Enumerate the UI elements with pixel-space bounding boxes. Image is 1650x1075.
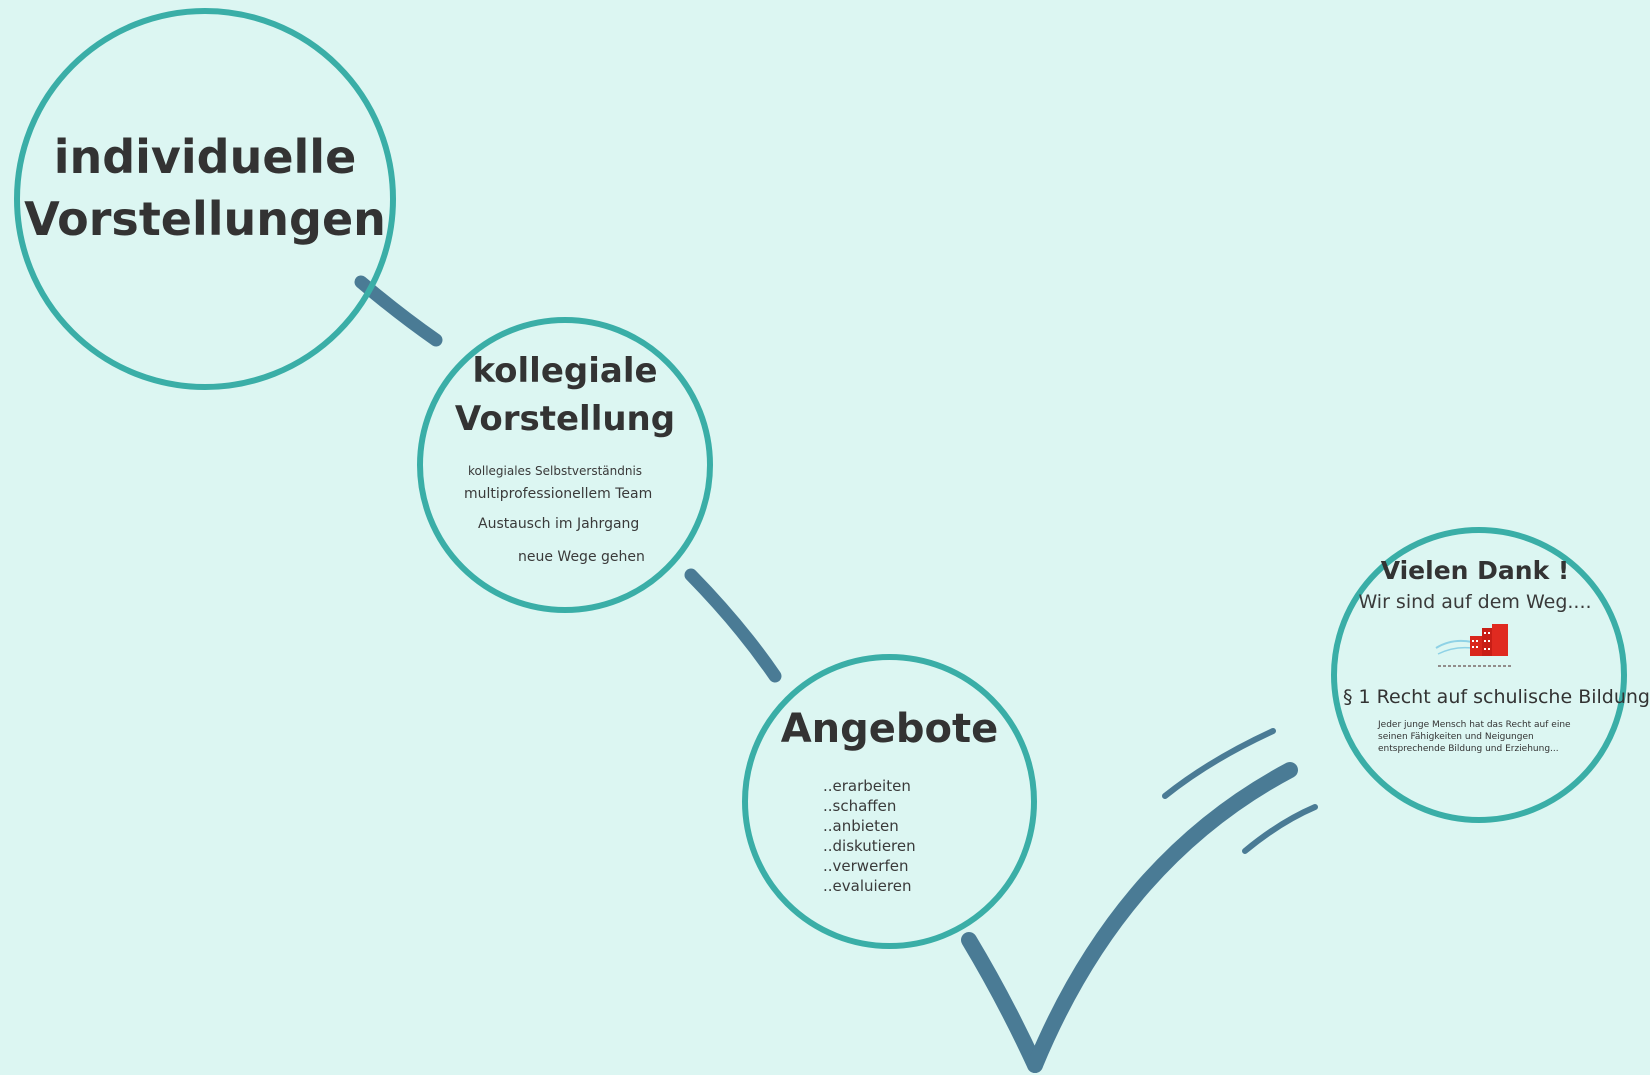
circle2-title-line2: Vorstellung (454, 399, 676, 439)
checkmark-left-stroke (961, 932, 1043, 1073)
thanks-heading: Vielen Dank ! (1380, 556, 1570, 585)
circle3-verb: ..erarbeiten (823, 777, 911, 795)
circle3-verb: ..verwerfen (823, 857, 909, 875)
circle2-item: neue Wege gehen (518, 549, 645, 565)
circle3-verb: ..diskutieren (823, 837, 916, 855)
circle-angebote (742, 654, 1037, 949)
speed-line-upper (1162, 728, 1276, 799)
circle-individuelle-vorstellungen (14, 8, 396, 390)
circle2-item: multiprofessionellem Team (464, 486, 653, 502)
circle-kollegiale-vorstellung (417, 317, 713, 613)
law-title: § 1 Recht auf schulische Bildung (1343, 686, 1650, 708)
thanks-subtitle: Wir sind auf dem Weg.... (1358, 591, 1592, 613)
circle2-title-line1: kollegiale (472, 351, 658, 391)
circle1-title-line2: Vorstellungen (24, 192, 386, 246)
circle3-verb: ..schaffen (823, 797, 897, 815)
circle3-verb: ..evaluieren (823, 877, 912, 895)
circle-vielen-dank (1331, 527, 1627, 823)
circle1-title-line1: individuelle (53, 130, 357, 184)
school-building-logo-icon (1435, 624, 1512, 667)
law-text: Jeder junge Mensch hat das Recht auf ein… (1378, 720, 1571, 754)
circle3-verb: ..anbieten (823, 817, 899, 835)
circle2-item: Austausch im Jahrgang (478, 516, 640, 532)
speed-line-lower (1242, 804, 1318, 854)
circle2-item: kollegiales Selbstverständnis (468, 464, 643, 478)
connector-2-3 (684, 568, 782, 683)
checkmark-right-stroke (1027, 762, 1298, 1073)
circle3-title: Angebote (780, 706, 999, 752)
